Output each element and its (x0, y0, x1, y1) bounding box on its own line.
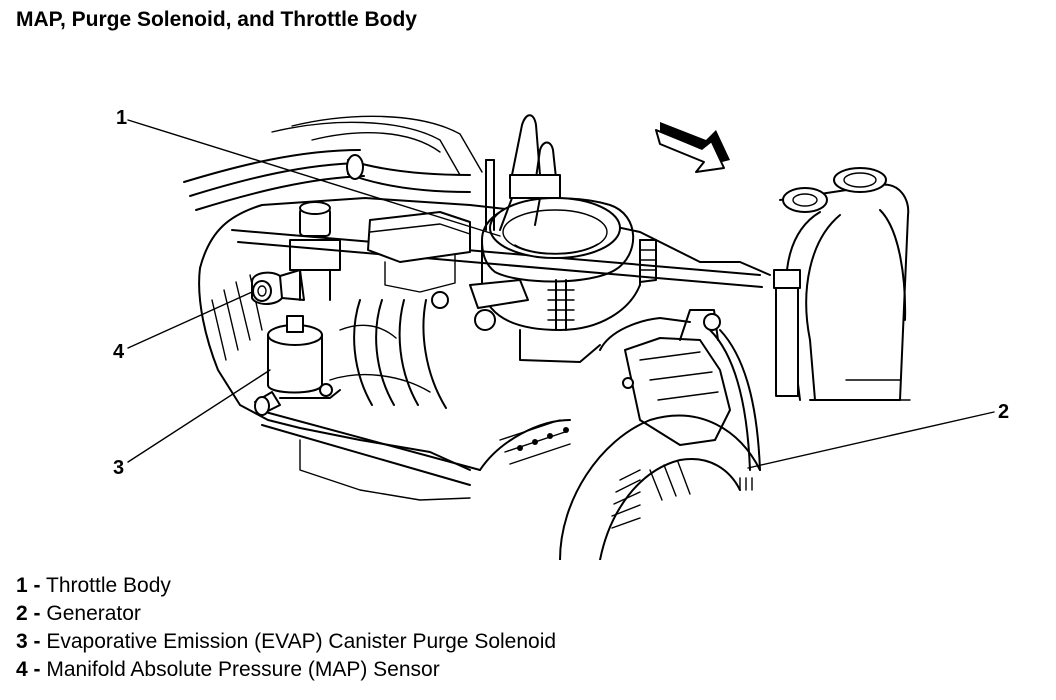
callout-1: 1 (116, 107, 127, 129)
cylinder-head (773, 167, 911, 401)
legend: 1 - Throttle Body 2 - Generator 3 - Evap… (16, 572, 556, 684)
engine-illustration: 1 2 3 4 (113, 107, 1009, 560)
legend-item: 2 - Generator (16, 600, 556, 628)
callout-4-leader (127, 291, 253, 349)
purge-solenoid (254, 315, 341, 416)
legend-label: Evaporative Emission (EVAP) Canister Pur… (46, 630, 557, 653)
callout-2: 2 (998, 401, 1009, 423)
legend-separator: - (33, 658, 41, 681)
page-title: MAP, Purge Solenoid, and Throttle Body (16, 8, 417, 31)
legend-label: Throttle Body (46, 574, 171, 597)
callout-3: 3 (113, 457, 124, 479)
legend-number: 3 (16, 630, 28, 653)
map-sensor (251, 269, 305, 305)
legend-item: 1 - Throttle Body (16, 572, 556, 600)
legend-label: Manifold Absolute Pressure (MAP) Sensor (46, 658, 440, 681)
legend-number: 2 (16, 602, 28, 625)
callout-2-leader (747, 411, 995, 469)
front-arrow-icon (655, 122, 730, 173)
callout-4: 4 (113, 341, 125, 363)
intake-manifold (198, 197, 771, 501)
bracket (599, 309, 761, 471)
legend-label: Generator (46, 602, 141, 625)
legend-number: 4 (16, 658, 28, 681)
legend-separator: - (33, 630, 41, 653)
callout-3-leader (127, 369, 271, 463)
legend-separator: - (33, 602, 41, 625)
callout-1-leader (127, 119, 501, 237)
legend-number: 1 (16, 574, 28, 597)
legend-item: 4 - Manifold Absolute Pressure (MAP) Sen… (16, 656, 556, 684)
legend-item: 3 - Evaporative Emission (EVAP) Canister… (16, 628, 556, 656)
legend-separator: - (33, 574, 41, 597)
sensor-cover (289, 201, 471, 301)
intake-tubes (183, 115, 483, 211)
throttle-body (431, 114, 657, 363)
generator (479, 414, 761, 560)
